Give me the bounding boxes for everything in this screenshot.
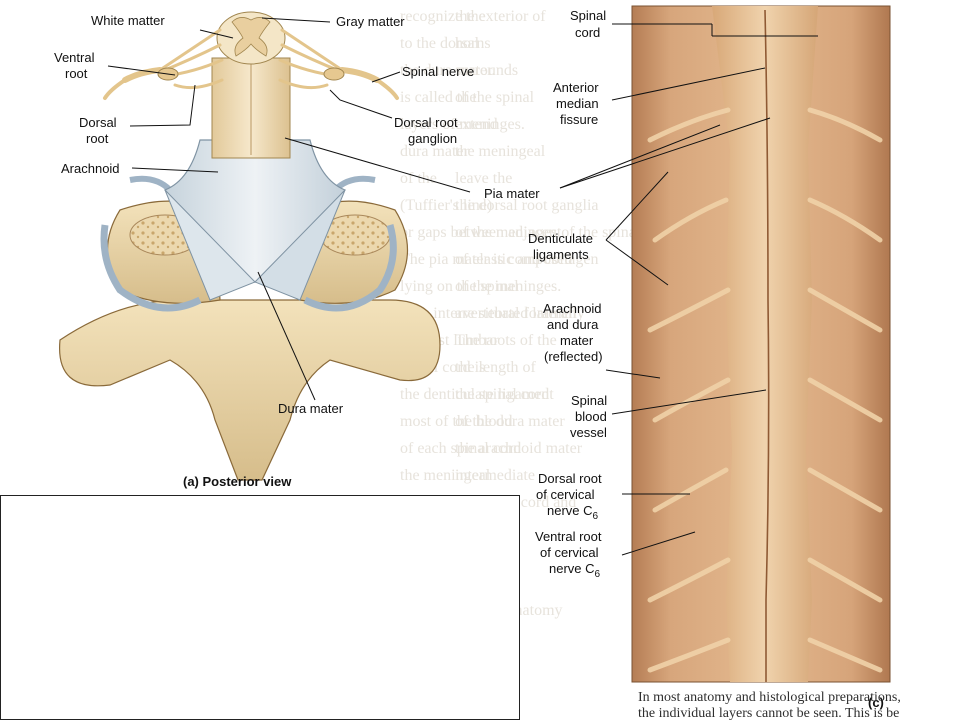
label-dent-2: ligaments <box>533 247 589 262</box>
label-ventral-root-2: root <box>65 66 88 81</box>
label-white-matter: White matter <box>91 13 165 28</box>
label-drg-1: Dorsal root <box>394 115 458 130</box>
background-text-fragment: dura mater <box>400 143 469 160</box>
background-text-fragment: the denticulate ligament <box>400 386 554 403</box>
background-text-fragment: the meningeal <box>455 143 546 160</box>
dura-flap-right <box>254 189 346 301</box>
background-text-fragment: recognize the <box>400 8 486 25</box>
background-text-fragment: of the meninges of the spinal <box>455 224 641 241</box>
background-text-fragment: most of the blood <box>400 413 513 430</box>
panel-a-leader-lines <box>107 17 471 401</box>
label-spinal-cord-1: Spinal <box>570 8 606 23</box>
label-spinal-cord-2: cord <box>575 25 600 40</box>
blank-panel <box>0 495 520 720</box>
background-text-fragment: or gaps between adjacent <box>400 224 562 241</box>
label-dorsal-c6-2: of cervical <box>536 487 595 502</box>
label-arach-2: and dura <box>547 317 599 332</box>
caption-panel-a: (a) Posterior view <box>183 474 292 489</box>
left-vessel <box>100 224 202 312</box>
right-vessel <box>303 224 397 312</box>
panel-a-illustration: White matter Gray matter Ventral root Sp… <box>54 11 540 489</box>
panel-c-labels: Spinal cord Anterior median fissure Dent… <box>528 8 884 710</box>
photo-spinal-cord <box>712 6 818 682</box>
panel-c-leader-lines <box>559 23 818 556</box>
label-vessel-3: vessel <box>570 425 607 440</box>
gray-matter-butterfly <box>231 17 271 57</box>
label-arach-4: (reflected) <box>544 349 603 364</box>
label-vessel-1: Spinal <box>571 393 607 408</box>
background-text-fragment: surrounds <box>455 62 519 79</box>
label-ventral-root-1: Ventral <box>54 50 95 65</box>
left-vessel-2 <box>129 175 173 193</box>
background-text-fragment: horns <box>455 35 491 52</box>
background-text-fragment: of each spinal cord <box>400 440 522 457</box>
dura-flap-left <box>164 189 256 301</box>
background-text-fragment: (Tuffier's line) <box>400 197 493 214</box>
background-text-fragment: the meningeal <box>400 467 491 484</box>
label-drg-2: ganglion <box>408 131 457 146</box>
left-nerve-roots <box>103 28 224 100</box>
background-text-fragment: the arachnoid mater <box>455 440 583 457</box>
photo-left-rootlets <box>647 107 731 673</box>
label-arachnoid: Arachnoid <box>61 161 120 176</box>
right-nerve-roots <box>278 28 399 100</box>
background-text-fragment: of elastic and collagen <box>455 251 599 268</box>
vertebra-arch <box>59 299 441 481</box>
background-text-fragment: to the dorsal <box>400 35 480 52</box>
label-dorsal-c6-3: nerve C6 <box>547 503 599 522</box>
label-ventral-c6-3: nerve C6 <box>549 561 601 580</box>
label-gray-matter: Gray matter <box>336 14 405 29</box>
label-pia-mater: Pia mater <box>484 186 540 201</box>
label-vessel-2: blood <box>575 409 607 424</box>
bottom-text-line-2: the individual layers cannot be seen. Th… <box>638 706 900 721</box>
background-text-fragment: the length of <box>455 359 536 376</box>
label-ventral-c6-1: Ventral root <box>535 529 602 544</box>
background-text-fragment: are situated laterally <box>455 305 585 322</box>
background-text-fragment: The roots of the <box>455 332 557 349</box>
label-dorsal-root-1: Dorsal <box>79 115 117 130</box>
right-ganglion <box>323 67 345 81</box>
bottom-text: In most anatomy and histological prepara… <box>632 688 960 721</box>
label-dent-1: Denticulate <box>528 231 593 246</box>
label-dorsal-c6-1: Dorsal root <box>538 471 602 486</box>
background-text-fragment: is called the <box>400 89 477 106</box>
label-spinal-nerve: Spinal nerve <box>402 64 474 79</box>
label-dura-mater: Dura mater <box>278 401 344 416</box>
panel-c-photo: Spinal cord Anterior median fissure Dent… <box>528 5 891 710</box>
label-amf-2: median <box>556 96 599 111</box>
background-text-fragment: layers of meninges. <box>400 116 525 133</box>
background-text-fragment: lying on the spinal <box>400 278 519 295</box>
label-amf-1: Anterior <box>553 80 599 95</box>
label-ventral-c6-2: of cervical <box>540 545 599 560</box>
background-text-fragment: of the dura mater <box>455 413 565 430</box>
bottom-text-line-1: In most anatomy and histological prepara… <box>638 690 901 705</box>
background-text-fragment: of the meninges. <box>455 278 562 295</box>
background-text-fragment: intermediate <box>455 467 535 484</box>
background-text-fragment: each intervertebral foramen <box>400 305 577 322</box>
background-text-fragment: the spinal cord <box>455 386 550 403</box>
background-text-fragment: The pia mater is composed <box>400 251 573 268</box>
photo-median-fissure <box>764 9 770 682</box>
background-text-fragment: of the spinal <box>455 89 535 106</box>
background-text-fragment: leave the <box>455 170 513 187</box>
panel-a-labels: White matter Gray matter Ventral root Sp… <box>54 13 540 489</box>
background-text-fragment: the dorsal root ganglia <box>455 197 599 214</box>
background-text-fragment: extend <box>455 116 498 133</box>
caption-panel-c: (c) <box>868 695 884 710</box>
background-text-fragment: the dura mater. <box>400 62 496 79</box>
background-text-fragment: the exterior of <box>455 8 546 25</box>
label-amf-3: fissure <box>560 112 598 127</box>
label-dorsal-root-2: root <box>86 131 109 146</box>
label-arach-3: mater <box>560 333 594 348</box>
label-arach-1: Arachnoid <box>543 301 602 316</box>
photo-right-rootlets <box>807 107 883 673</box>
